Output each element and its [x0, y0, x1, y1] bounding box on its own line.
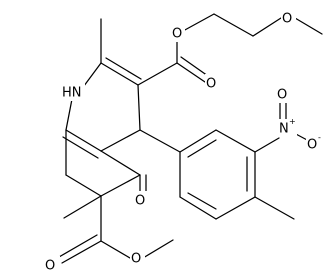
bond-ar-inner-3: [187, 192, 217, 210]
bond-c7-methyl: [63, 195, 102, 219]
atom-label-bottom-ester-single-oxygen: O: [131, 252, 141, 267]
atom-label-top-ester-double-oxygen: O: [206, 77, 216, 92]
atom-label-methoxy-oxygen: O: [282, 12, 292, 27]
bond-c3-c4: [137, 84, 141, 131]
label-masks: [44, 9, 325, 274]
bond-ar2-ar3: [215, 129, 256, 153]
bond-bottom-ester-o-methyl: [142, 239, 174, 259]
bond-c4a-c8a-double: [62, 136, 99, 159]
bond-ch2-o: [252, 17, 282, 37]
bond-o-methyl: [294, 17, 323, 35]
bond-c4a-c8a: [65, 129, 102, 152]
bond-c4-c4a: [100, 129, 141, 152]
atom-labels: HN O O O O N + O O - O O: [45, 12, 321, 274]
bond-ar3-nitro: [254, 137, 280, 153]
atom-label-nitro-minus-charge: -: [318, 133, 321, 142]
atom-label-nitro-nitrogen: N: [279, 122, 289, 137]
bond-c7-c6: [100, 174, 141, 197]
bond-c8-c7: [65, 174, 102, 197]
atom-label-nh: HN: [62, 86, 82, 101]
atom-label-bottom-ester-double-oxygen: O: [45, 259, 55, 274]
bond-c8a-nh: [65, 98, 73, 131]
bond-c6-c5: [100, 150, 141, 176]
bond-ester-o-ch2: [182, 13, 215, 32]
atom-label-nitro-single-oxygen: O: [307, 138, 317, 153]
bonds: [58, 13, 323, 264]
atom-label-top-ester-single-oxygen: O: [172, 27, 182, 42]
bond-ar4-methyl: [254, 196, 295, 220]
bond-c2-c3: [100, 62, 139, 86]
bond-c2-c3-double: [105, 57, 142, 80]
bond-c3-ester-carbon: [137, 62, 178, 86]
bond-ar4-ar5: [215, 196, 256, 220]
bond-ar5-ar6: [179, 196, 217, 220]
bond-ch2-ch2: [213, 13, 254, 37]
atom-label-nitro-plus-charge: +: [289, 117, 296, 126]
bond-bottom-ester-c-o-double-2: [58, 234, 98, 258]
bond-ester-carbon-o-double: [176, 62, 206, 83]
bond-bottom-ester-c-o-double: [61, 240, 102, 264]
bond-c4-aryl: [139, 129, 181, 153]
bond-ar1-ar2: [179, 129, 217, 153]
atom-label-ketone-oxygen: O: [135, 194, 145, 209]
bond-bottom-ester-c-o-single: [100, 240, 131, 259]
bond-ar-inner-1: [187, 139, 217, 158]
atom-label-nitro-double-oxygen: O: [277, 88, 287, 103]
bond-ester-carbon-o-double-2: [180, 56, 209, 77]
